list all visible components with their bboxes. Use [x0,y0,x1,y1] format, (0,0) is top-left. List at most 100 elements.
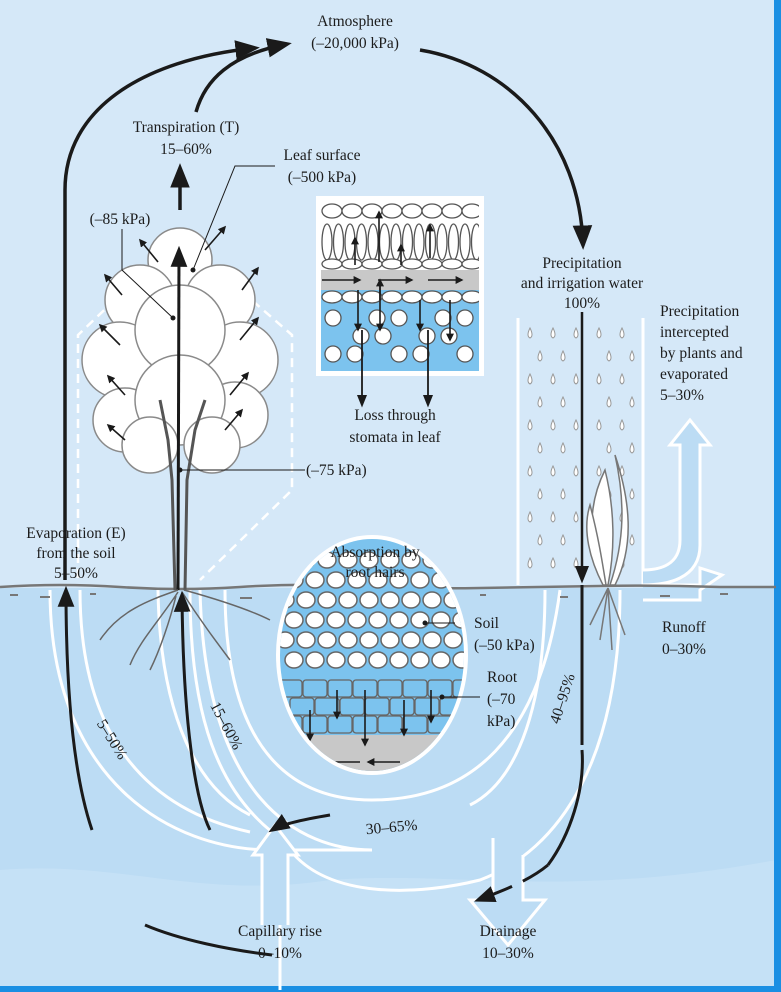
raindrop [573,372,579,385]
soil-shade [0,860,776,987]
mesophyll-cell [456,345,474,363]
soil-grain [326,651,346,669]
raindrop [550,372,556,385]
root-cell [377,679,403,698]
epidermis-cell [381,290,403,304]
root-cell [377,715,403,734]
mesophyll-cell [346,345,364,363]
arc-storage-pct: 30–65% [365,817,418,838]
mesophyll-cell [434,309,452,327]
palisade-cell [447,223,460,261]
palisade-cell [390,223,402,261]
soil-grain [380,551,400,569]
root-potential-1: (–70 [487,691,516,708]
intercepted-pct: 5–30% [660,387,704,404]
raindrop [560,441,566,454]
soil-grain [380,591,400,609]
mesophyll-cell [412,345,430,363]
frame-right [774,0,781,992]
mesophyll-cell [456,309,474,327]
absorption-label-1: Absorption by [330,544,419,561]
epidermis-cell [441,290,463,304]
mesophyll-cell [390,345,408,363]
epidermis-cell [381,203,403,219]
soil-grain [401,551,421,569]
atmosphere-potential: (–20,000 kPa) [311,35,399,52]
flow-bands [48,589,622,990]
leaf-surface-potential: (–500 kPa) [288,169,356,186]
precip-label-2: and irrigation water [521,275,644,292]
soil-grain [452,651,464,669]
raindrop [537,487,543,500]
raindrop [527,556,533,569]
epidermis-cell [361,290,383,304]
root-cell [280,679,303,698]
raindrop [629,487,635,500]
hollow-arrows [250,417,726,948]
palisade-cell [332,223,345,261]
leaf-surface-label: Leaf surface [283,147,360,164]
drainage-pct: 10–30% [482,945,534,962]
runoff-pct: 0–30% [662,641,706,658]
mesophyll-cell [390,309,408,327]
root-cell [389,697,415,716]
raindrop [527,510,533,523]
epidermis-cell [421,290,443,304]
soil-grain [296,631,316,649]
soil-grain [368,611,388,629]
epidermis-cell [421,203,443,219]
soil-grain [347,611,367,629]
soil-grain [389,611,409,629]
soil-grain [401,591,421,609]
runoff-label: Runoff [662,619,706,636]
storage-arrow [268,813,331,833]
frame-bottom [0,986,781,992]
epidermis-cell [441,203,463,219]
soil-grain [410,571,430,589]
palisade-cell [401,223,414,261]
epidermis-cell [341,290,363,304]
raindrop [550,464,556,477]
transpiration-pct: 15–60% [160,141,212,158]
raindrop [629,349,635,362]
soil-grain [338,631,358,649]
epidermis-cell [341,203,363,219]
raindrop [619,372,625,385]
soil-grain [338,551,358,569]
root-cell [414,697,440,716]
soil-evap-arrow [57,585,94,831]
raindrop [537,395,543,408]
epidermis-cell [321,203,343,219]
labels: Atmosphere (–20,000 kPa) Transpiration (… [26,13,743,962]
mesophyll-cell [440,327,458,345]
mesophyll-cell [368,309,386,327]
soil-grain [410,651,430,669]
soil-grain [317,631,337,649]
raindrop [573,418,579,431]
soil-grain [284,611,304,629]
raindrop [527,464,533,477]
soil-grain [317,591,337,609]
epidermis-cell [461,290,479,304]
root-cell [302,715,328,734]
evaporation-label-2: from the soil [36,545,115,562]
mesophyll-cell [324,345,342,363]
raindrop [573,464,579,477]
root-cell [402,715,428,734]
raindrop [537,533,543,546]
raindrop [550,326,556,339]
soil-grain [305,571,325,589]
raindrop [537,349,543,362]
soil-grain [380,631,400,649]
raindrop [560,533,566,546]
raindrop [596,464,602,477]
soil-grain [347,651,367,669]
soil-grain [305,611,325,629]
evaporation-to-atmosphere-arrow [63,40,260,580]
leaf-potential: (–85 kPa) [90,211,151,228]
runoff-arrow [643,565,726,602]
root-cell [402,679,428,698]
root-cell [339,697,365,716]
soil-grain [431,651,451,669]
